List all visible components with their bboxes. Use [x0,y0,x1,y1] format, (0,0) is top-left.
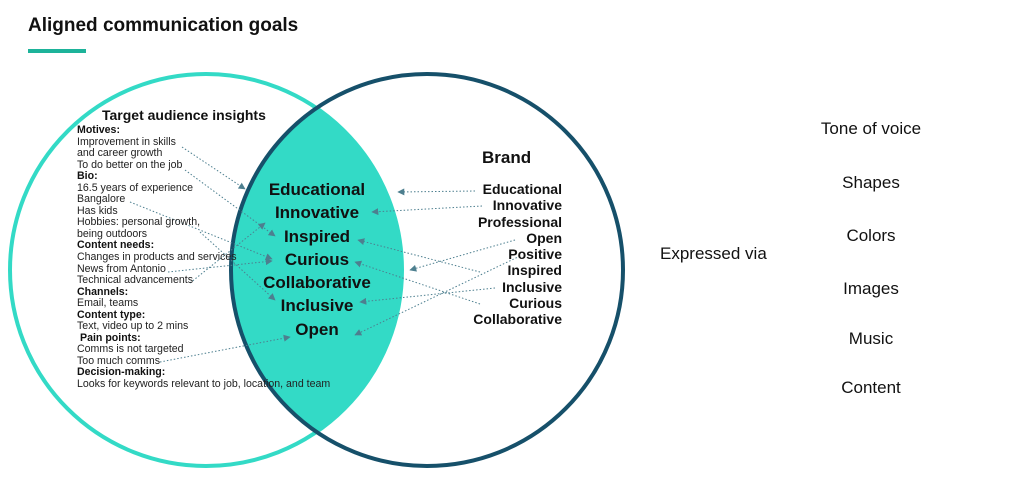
brand-value: Inclusive [502,278,562,295]
arrow [357,238,481,273]
shared-value: Educational [268,180,366,199]
shared-value: Inspired [283,226,351,246]
connector-arrows [129,146,521,363]
insight-line: Email, teams [77,297,139,310]
brand-value: Inspired [507,262,562,279]
insight-line: being outdoors [77,227,148,240]
arrow [359,287,496,305]
insight-line: Technical advancements [77,274,194,287]
arrow [354,260,481,305]
shared-value: Inclusive [280,296,354,316]
insight-line: Too much comms [77,354,161,367]
shared-value: Collaborative [263,273,371,293]
insight-line: Text, video up to 2 mins [77,320,189,333]
section-heading: Pain points: [80,331,141,344]
insight-line: Changes in products and services [77,251,237,264]
insight-line: News from Antonio [77,262,166,275]
shared-value: Open [295,319,339,339]
insight-line: Looks for keywords relevant to job, loca… [77,378,331,391]
section-heading: Content needs: [77,239,155,252]
brand-value: Open [526,229,562,246]
title-underline [28,49,86,53]
brand-circle [229,72,625,468]
brand-value: Collaborative [473,311,562,328]
arrow [184,169,276,237]
brand-title: Brand [482,148,532,167]
expressed-via-label: Expressed via [660,244,767,263]
insight-line: Bangalore [77,193,126,206]
insight-line: Improvement in skills [77,135,176,148]
insight-line: Comms is not targeted [77,343,184,356]
section-heading: Bio: [77,170,98,183]
insight-line: To do better on the job [77,158,183,171]
arrow [409,239,516,272]
brand-value: Educational [482,181,562,197]
insight-line: 16.5 years of experience [77,181,194,194]
channel-item: Content [841,378,901,397]
channel-item: Tone of voice [820,119,922,138]
section-heading: Decision-making: [77,366,166,379]
audience-title: Target audience insights [102,107,266,123]
brand-value: Curious [509,295,562,312]
channel-item: Music [848,329,894,348]
section-heading: Channels: [77,285,129,298]
brand-value: Innovative [492,197,562,214]
channel-item: Images [843,279,899,298]
insight-line: and career growth [77,147,163,160]
insight-line: Has kids [77,204,118,217]
arrow [181,146,246,190]
arrow [354,255,521,336]
brand-value: Positive [508,246,562,263]
brand-value: Professional [477,213,562,230]
page-title: Aligned communication goals [28,15,299,36]
audience-circle [8,72,404,468]
arrow [397,188,476,196]
insight-line: Hobbies: personal growth, [77,216,201,229]
arrow [129,201,273,260]
arrow [199,231,276,301]
channel-item: Shapes [842,173,900,192]
arrow [159,334,291,363]
overlap-region [231,74,402,466]
shared-value: Curious [284,249,350,269]
shared-value: Innovative [274,203,360,223]
arrow [371,205,483,216]
section-heading: Motives: [77,124,120,136]
section-heading: Content type: [77,308,146,321]
channel-item: Colors [846,226,896,245]
